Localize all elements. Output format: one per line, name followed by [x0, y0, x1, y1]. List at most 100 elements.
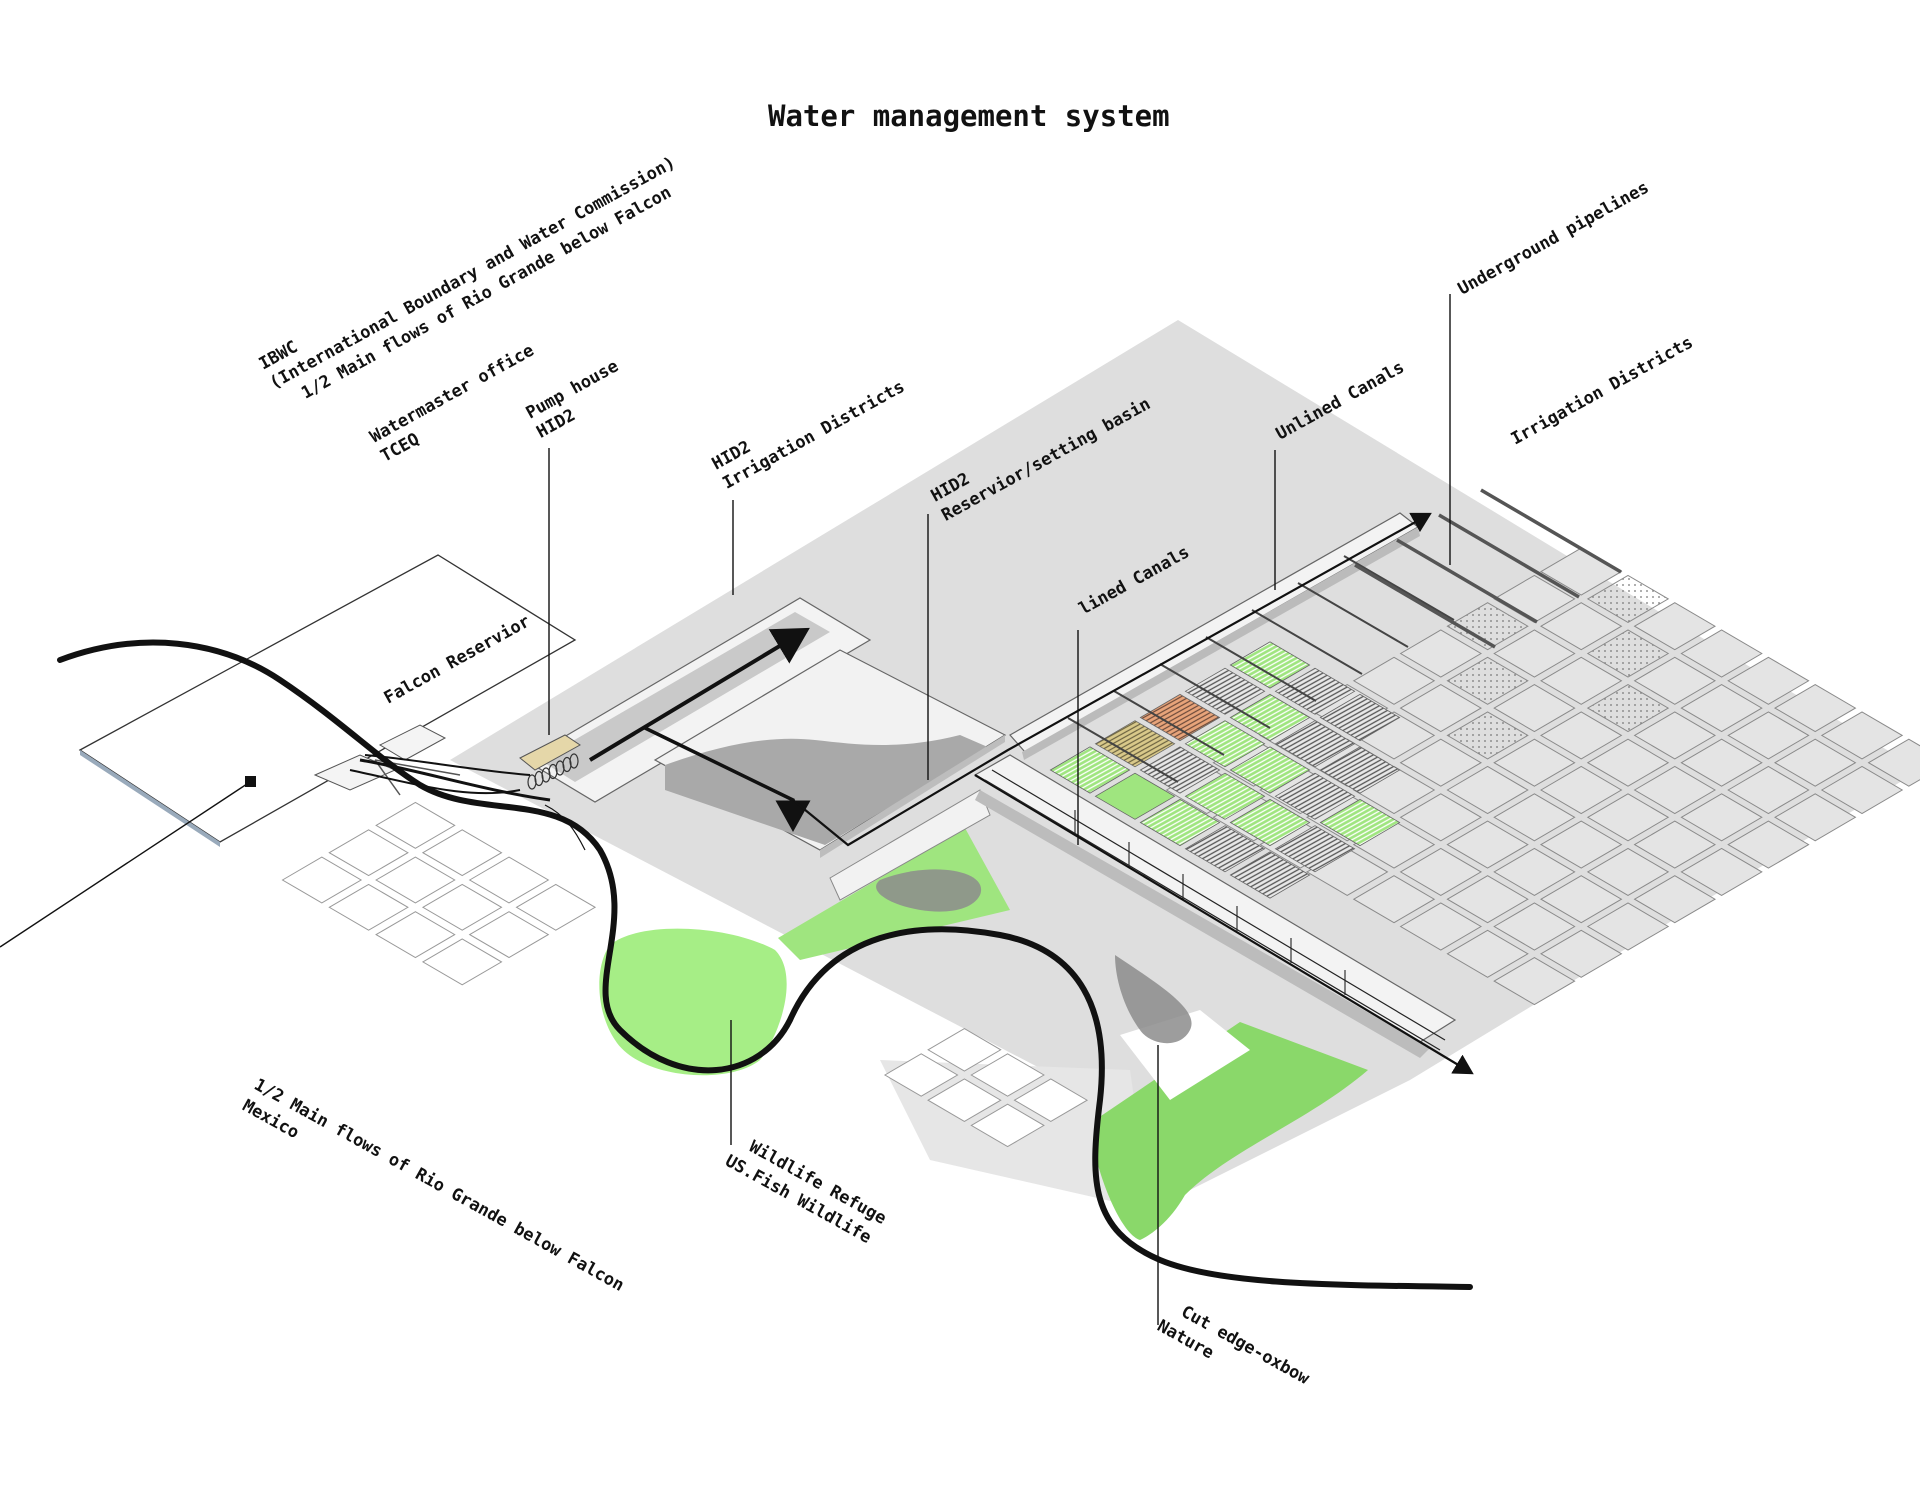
irrigation-plot	[1493, 957, 1576, 1006]
irrigation-plot	[1540, 875, 1623, 924]
irrigation-plot	[1493, 847, 1576, 896]
grid-tile	[468, 911, 550, 959]
irrigation-plot	[1727, 656, 1810, 705]
grid-tile	[927, 1028, 1002, 1072]
canal-lateral	[1159, 663, 1271, 729]
grid-tile	[421, 829, 503, 877]
flow-arrow-basin	[588, 627, 810, 762]
rio-grande-river	[57, 639, 1473, 1290]
irrigation-grid	[1165, 547, 1920, 1006]
irrigation-plot	[1586, 902, 1670, 951]
teardrop-shape-1	[876, 869, 982, 912]
irrigation-plot	[1586, 684, 1670, 733]
irrigation-plot	[1633, 656, 1716, 705]
pump-house	[519, 734, 581, 790]
field-plot	[1229, 746, 1311, 794]
field-plot	[1184, 772, 1266, 820]
pipeline	[1480, 488, 1622, 574]
wildlife-refuge-area	[599, 928, 787, 1076]
irrigation-plot	[1727, 711, 1810, 760]
irrigation-plot	[1633, 765, 1716, 815]
grid-tile	[468, 856, 550, 904]
irrigation-plot	[1493, 684, 1576, 733]
irrigation-plot	[1493, 902, 1576, 951]
field-plot	[1139, 746, 1221, 794]
field-plot	[1184, 667, 1266, 715]
irrigation-plot	[1633, 711, 1716, 760]
irrigation-plot	[1633, 820, 1716, 869]
reservoir-marker	[245, 776, 256, 787]
irrigation-plot	[1399, 738, 1482, 787]
canal-lateral	[1067, 717, 1179, 783]
irrigation-plot	[1540, 820, 1623, 869]
falcon-reservoir-plane	[78, 554, 577, 843]
flow-line-distribution	[792, 512, 1432, 847]
underground-pipelines	[1354, 488, 1622, 649]
canal-rail-1	[984, 779, 1441, 1051]
irrigation-plot	[1446, 929, 1529, 978]
canal-lateral	[1297, 582, 1409, 648]
irrigation-plot	[1867, 738, 1920, 787]
irrigation-plot	[1680, 684, 1763, 733]
field-plot	[1094, 720, 1176, 768]
field-plot	[1319, 798, 1401, 847]
field-plot	[1139, 693, 1221, 742]
grid-tile	[515, 883, 597, 931]
irrigation-plot	[1633, 875, 1716, 924]
field-plot	[1184, 825, 1266, 873]
grid-tile	[281, 856, 363, 904]
irrigation-plot	[1586, 629, 1670, 678]
field-plot	[1319, 746, 1401, 794]
field-plot	[1319, 693, 1401, 742]
grid-tile	[421, 938, 503, 986]
irrigation-plot	[1680, 629, 1763, 678]
irrigation-plot	[1680, 793, 1763, 842]
irrigation-plot	[1446, 765, 1529, 815]
field-plot	[1229, 693, 1311, 742]
grid-tile	[375, 856, 456, 904]
irrigation-plot	[1399, 684, 1482, 733]
irrigation-plot	[1352, 875, 1436, 924]
irrigation-plot	[1446, 820, 1529, 869]
irrigation-plot	[1727, 765, 1810, 815]
irrigation-plot	[1774, 793, 1857, 842]
grid-tile	[970, 1103, 1045, 1148]
label-ibwc-2: (International Boundary and Water Commis…	[266, 153, 679, 394]
irrigation-plot	[1493, 793, 1576, 842]
pipeline	[1396, 538, 1538, 624]
irrigation-plot	[1399, 847, 1482, 896]
field-plot	[1094, 772, 1176, 820]
irrigation-plot	[1399, 629, 1482, 678]
canal-rail-2	[991, 769, 1446, 1041]
teardrop-shape-2	[1115, 955, 1192, 1044]
grid-tile	[328, 883, 409, 931]
field-plot	[1274, 720, 1356, 768]
irrigation-plot	[1820, 711, 1904, 760]
striped-fields	[1049, 641, 1401, 899]
grid-tile	[927, 1078, 1002, 1122]
irrigation-plot	[1446, 656, 1529, 705]
flow-line-lower-canal	[974, 774, 1474, 1075]
irrigation-plot	[1446, 711, 1529, 760]
grid-tile	[883, 1053, 959, 1097]
field-plot	[1274, 825, 1356, 873]
grid-tile	[375, 801, 456, 849]
irrigation-plot	[1820, 765, 1904, 815]
field-plot	[1229, 641, 1311, 689]
tributary-3	[364, 754, 531, 776]
grid-tiles-left	[281, 801, 597, 986]
field-plot	[1184, 720, 1266, 768]
irrigation-plot	[1399, 902, 1482, 951]
field-plot	[1049, 746, 1131, 794]
irrigation-plot	[1540, 711, 1623, 760]
canal-lateral	[1205, 636, 1317, 702]
irrigation-plot	[1446, 875, 1529, 924]
canal-lateral	[1343, 555, 1455, 621]
grid-tile	[328, 829, 409, 877]
canal-lateral	[1251, 609, 1363, 675]
irrigation-plot	[1446, 602, 1529, 651]
label-mexico-1: 1/2 Main flows of Rio Grande below Falco…	[251, 1075, 628, 1296]
field-plot	[1274, 772, 1356, 820]
irrigation-plot	[1586, 738, 1670, 787]
